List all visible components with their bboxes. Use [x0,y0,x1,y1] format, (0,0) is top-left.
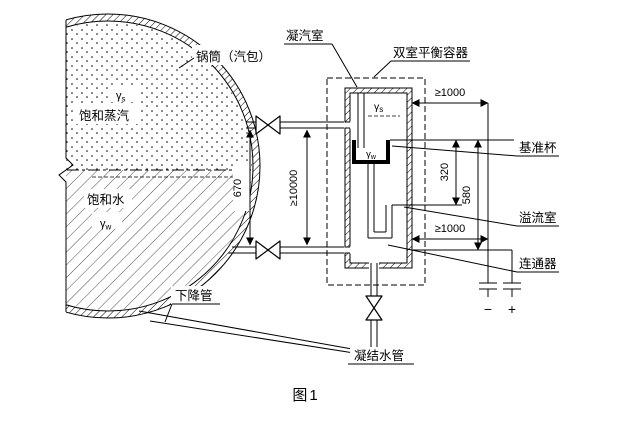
saturated-water-label: 饱和水 [87,192,125,207]
minus-tap-capacitor-icon [479,282,497,297]
overflow-chamber-label: 溢流室 [519,210,557,225]
dimension-670-label: 670 [232,179,244,197]
transmitter-taps: − + [479,103,521,317]
reference-cup-leader [391,145,518,157]
balance-vessel: γs γw [326,77,426,286]
dimension-580-label: 580 [461,186,473,204]
balance-vessel-label: 双室平衡容器 [393,45,469,60]
steam-pipe-valve-icon [267,115,281,135]
drain-valve-icon [365,295,383,309]
dimension-bottom-1000-label: ≥1000 [435,223,466,235]
dimension-670: 670 [232,129,254,246]
water-pipe-valve-icon [267,240,281,260]
steam-label-bg [76,105,138,124]
plus-terminal-label: + [508,301,516,317]
right-labels: 基准杯 溢流室 连通器 [387,141,559,273]
downcomer-label: 下降管 [175,288,213,303]
drain-valve-icon [365,307,383,321]
minus-terminal-label: − [484,301,492,317]
dimension-top-1000-label: ≥1000 [435,87,466,99]
drum-name: 锅筒（汽包） [178,45,280,69]
vessel-label-leader [373,60,392,78]
dimension-10000-label: ≥10000 [288,170,300,207]
downcomer-pipe [138,310,353,350]
reference-cup [352,140,390,164]
figure-caption: 图1 [292,387,319,404]
condensate-label-bg [350,347,412,364]
downcomer-label-leader [164,303,173,323]
drum-interior-labels: γs 饱和蒸汽 饱和水 γw [76,85,138,232]
drum-label-leader [178,57,195,69]
downcomer-label-bg [171,286,220,305]
gamma-w-label-bg [92,212,122,229]
condenser-label-leader [331,43,358,88]
overflow-leader [403,206,518,227]
condensate-line: 下降管 凝结水管 [138,263,414,365]
vessel-dashed-boundary [326,77,426,286]
reference-cup-label: 基准杯 [519,141,557,155]
drum-gamma-s-label: γs [116,90,126,104]
connector-leader [387,244,518,273]
dimension-320-label: 320 [439,163,451,181]
saturated-steam-label: 饱和蒸汽 [79,108,130,123]
condensate-label: 凝结水管 [354,348,404,363]
water-label-bg [84,189,132,208]
cup-gamma-w-label: γw [366,149,377,161]
drum-label: 锅筒（汽包） [196,49,271,64]
right-dimensions: ≥1000 320 580 ≥1000 [390,87,514,251]
vessel-gamma-s-label: γs [374,101,383,114]
steam-pipe-valve-icon [255,115,269,135]
vessel-interior [349,92,408,264]
steam-region [66,22,252,170]
dimension-min-10000: ≥10000 [288,129,311,246]
drum-label-bg [192,45,280,65]
drum-gamma-w-label: γw [100,218,112,232]
connector-label: 连通器 [519,256,557,271]
top-labels: 凝汽室 双室平衡容器 [284,28,470,88]
impulse-pipes [228,115,350,260]
condenser-chamber-label: 凝汽室 [286,28,324,43]
gamma-s-label-bg [108,85,138,102]
break-line [58,20,74,312]
plus-tap-capacitor-icon [503,282,521,297]
water-pipe-valve-icon [255,240,269,260]
